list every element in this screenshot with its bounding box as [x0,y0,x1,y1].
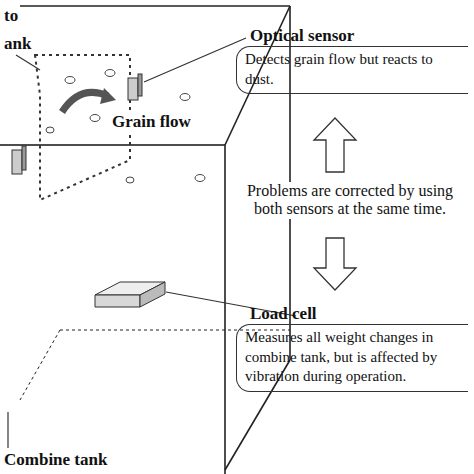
diagram-label: Grain flow [112,112,191,132]
diagram-label: to [4,6,18,26]
diagram-label: ank [4,34,31,54]
part-name: Optical sensor [250,26,468,46]
description-text: Measures all weight changes in combine t… [236,324,468,392]
diagram-label: Problems are corrected by using both sen… [232,182,468,219]
diagram-label: Combine tank [4,450,107,470]
sensor-callout: Load cellMeasures all weight changes in … [236,304,468,392]
sensor-callout: Optical sensorDetects grain flow but rea… [236,26,468,94]
description-text: Detects grain flow but reacts to dust. [236,46,468,94]
part-name: Load cell [250,304,468,324]
